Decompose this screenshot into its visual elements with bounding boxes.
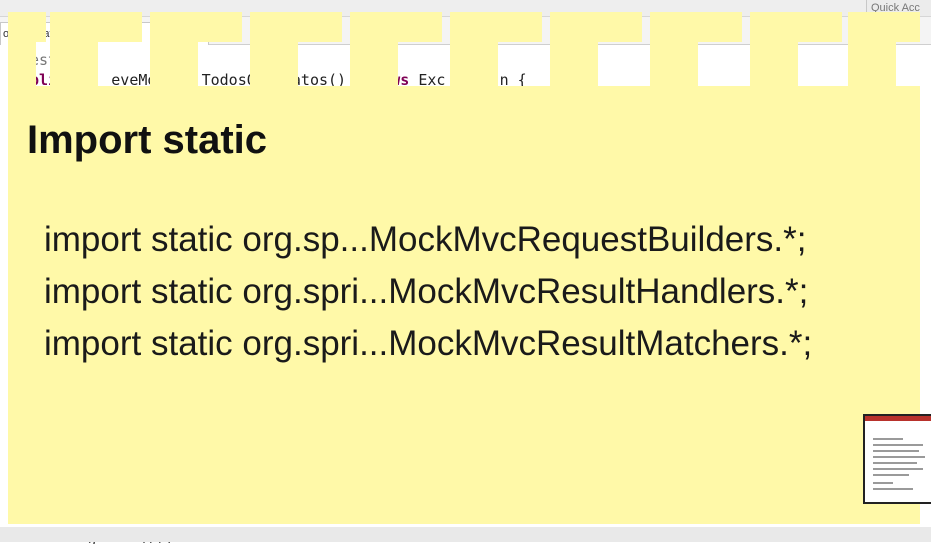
editor-tab-bar: o rInteg ava - bbox=[0, 17, 931, 45]
thumbnail-accent-bar bbox=[865, 416, 931, 421]
import-line-result-matchers: import static org.spri...MockMvcResultMa… bbox=[44, 324, 813, 363]
quick-access-field[interactable]: Quick Acc bbox=[866, 0, 931, 16]
import-line-request-builders: import static org.sp...MockMvcRequestBui… bbox=[44, 220, 807, 259]
slide-title: Import static bbox=[27, 118, 268, 162]
code-text: eveMos TodosOs atos() bbox=[84, 71, 392, 89]
code-line: est bbox=[30, 51, 58, 69]
ide-menu-bar: Quick Acc bbox=[0, 0, 931, 17]
editor-tab[interactable]: o rInteg ava - bbox=[0, 22, 209, 45]
status-strip bbox=[0, 527, 931, 542]
video-thumbnail[interactable] bbox=[863, 414, 931, 504]
slide-background bbox=[8, 86, 920, 524]
import-line-result-handlers: import static org.spri...MockMvcResultHa… bbox=[44, 272, 809, 311]
code-text: Exc n { bbox=[409, 71, 527, 89]
